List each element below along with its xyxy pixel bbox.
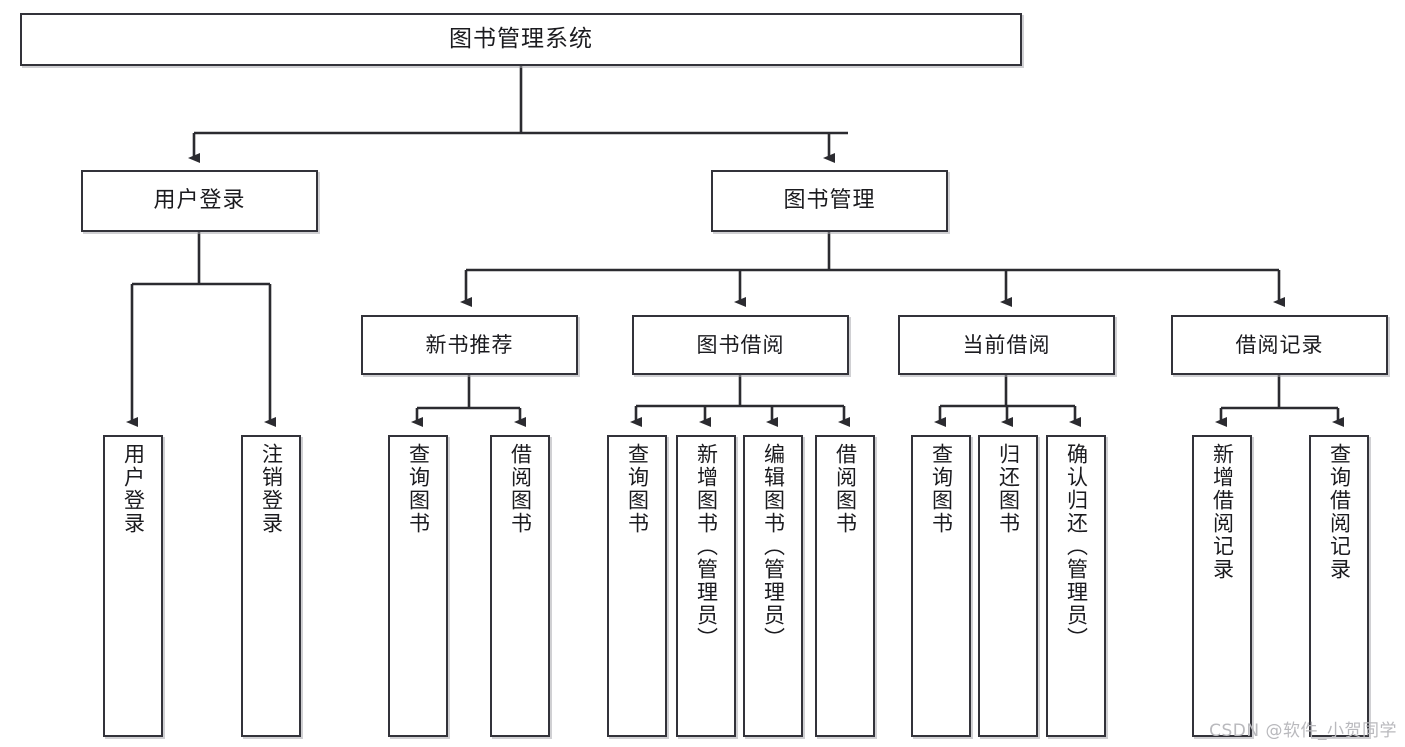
node-leaf-edit-book-label: 编辑图书（管理员） [761,443,786,650]
node-leaf-query-record-label: 查询借阅记录 [1327,443,1352,581]
node-leaf-borrow-book-1-label: 借阅图书 [508,443,533,535]
node-leaf-query-book-3[interactable]: 查询图书 [911,435,971,737]
node-current-borrow-label: 当前借阅 [962,332,1051,357]
node-user-login[interactable]: 用户登录 [81,170,318,232]
node-root-label: 图书管理系统 [449,26,593,53]
node-book-management-label: 图书管理 [783,188,876,214]
node-leaf-edit-book[interactable]: 编辑图书（管理员） [743,435,803,737]
node-leaf-user-login[interactable]: 用户登录 [103,435,163,737]
node-leaf-logout-login[interactable]: 注销登录 [241,435,301,737]
node-leaf-return-book-label: 归还图书 [996,443,1021,535]
node-leaf-confirm-return-label: 确认归还（管理员） [1064,443,1089,650]
node-book-borrow[interactable]: 图书借阅 [632,315,849,375]
node-book-management[interactable]: 图书管理 [711,170,948,232]
node-leaf-query-book-3-label: 查询图书 [929,443,954,535]
node-leaf-query-book-1-label: 查询图书 [406,443,431,535]
node-leaf-confirm-return[interactable]: 确认归还（管理员） [1046,435,1106,737]
node-leaf-query-record[interactable]: 查询借阅记录 [1309,435,1369,737]
watermark-text: CSDN @软件_小贺同学 [1209,721,1397,741]
node-leaf-add-record-label: 新增借阅记录 [1210,443,1235,581]
node-leaf-logout-login-label: 注销登录 [259,443,284,535]
node-root[interactable]: 图书管理系统 [20,13,1022,66]
node-leaf-borrow-book-2-label: 借阅图书 [833,443,858,535]
node-leaf-return-book[interactable]: 归还图书 [978,435,1038,737]
node-current-borrow[interactable]: 当前借阅 [898,315,1115,375]
node-leaf-add-book-label: 新增图书（管理员） [694,443,719,650]
node-new-book-recommend[interactable]: 新书推荐 [361,315,578,375]
node-book-borrow-label: 图书借阅 [696,332,785,357]
node-new-book-recommend-label: 新书推荐 [425,332,514,357]
node-leaf-user-login-label: 用户登录 [121,443,146,535]
node-borrow-record[interactable]: 借阅记录 [1171,315,1388,375]
node-leaf-query-book-1[interactable]: 查询图书 [388,435,448,737]
node-borrow-record-label: 借阅记录 [1235,332,1324,357]
node-leaf-query-book-2[interactable]: 查询图书 [607,435,667,737]
node-leaf-borrow-book-1[interactable]: 借阅图书 [490,435,550,737]
node-leaf-add-book[interactable]: 新增图书（管理员） [676,435,736,737]
node-user-login-label: 用户登录 [153,188,246,214]
node-leaf-query-book-2-label: 查询图书 [625,443,650,535]
node-leaf-borrow-book-2[interactable]: 借阅图书 [815,435,875,737]
node-leaf-add-record[interactable]: 新增借阅记录 [1192,435,1252,737]
